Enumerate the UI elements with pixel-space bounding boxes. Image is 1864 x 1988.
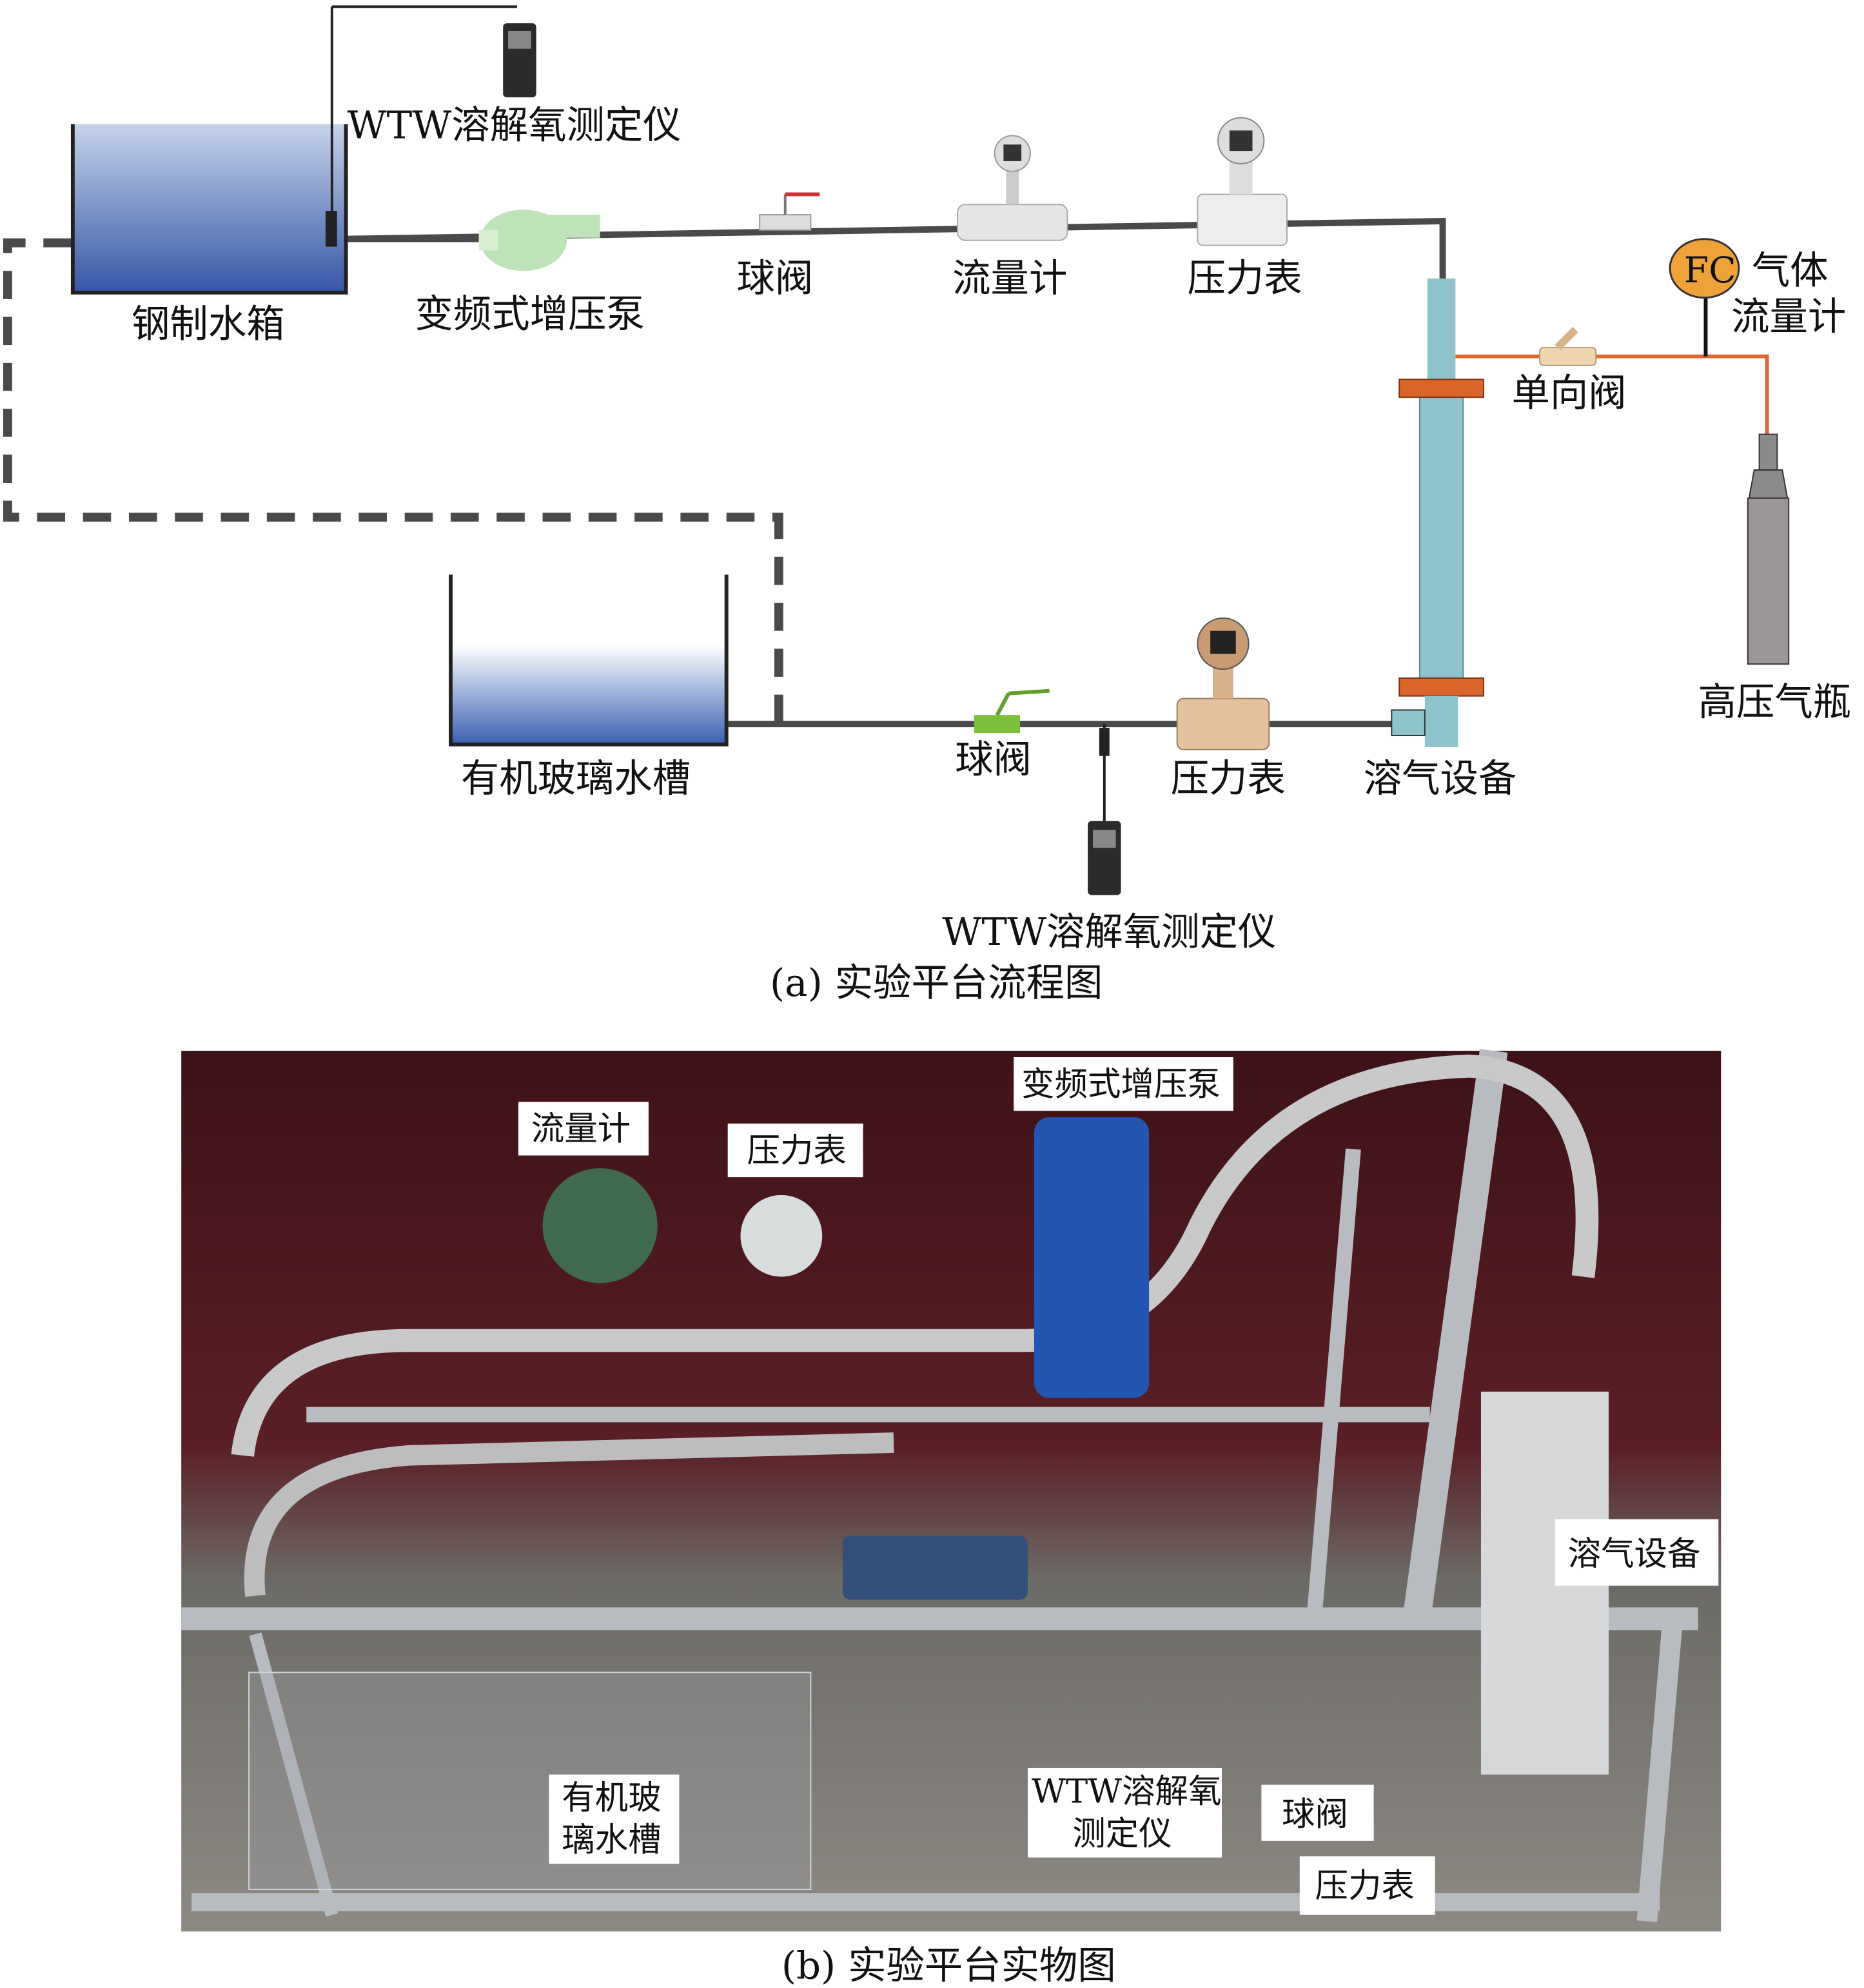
label-acrylic-tank: 有机玻璃水槽 [461, 757, 691, 801]
photo-label-flow-meter: 流量计 [531, 1110, 631, 1149]
label-pressure-gauge-top: 压力表 [1188, 257, 1302, 301]
label-dissolver: 溶气设备 [1364, 757, 1517, 801]
steel-tank [70, 5, 517, 295]
label-gas-cylinder: 高压气瓶 [1698, 680, 1852, 725]
photo-label-pressure-gauge: 压力表 [747, 1131, 846, 1170]
water-pipes [344, 217, 1446, 728]
label-steel-tank: 钢制水箱 [132, 302, 285, 347]
check-valve-icon [1539, 327, 1597, 366]
label-do-meter-top: WTW溶解氧测定仪 [348, 103, 682, 148]
flowchart: WTW溶解氧测定仪 钢制水箱 变频式增压泵 球阀 流量计 [3, 5, 1852, 1006]
pressure-gauge-top-icon [1197, 117, 1288, 246]
photo-label-acrylic-1: 有机玻 [562, 1778, 661, 1817]
photo-label-dissolver: 溶气设备 [1568, 1535, 1701, 1574]
label-gas-flow-meter-2: 流量计 [1731, 295, 1846, 339]
caption-a: (a) 实验平台流程图 [770, 961, 1103, 1006]
pressure-gauge-head [740, 1194, 823, 1277]
label-flow-meter: 流量计 [952, 257, 1067, 301]
do-meter-bottom-icon [1088, 821, 1121, 895]
svg-text:FC: FC [1684, 250, 1736, 291]
acrylic-tank-photo [248, 1671, 812, 1891]
caption-b: (b) 实验平台实物图 [781, 1944, 1116, 1988]
label-ball-valve-bottom: 球阀 [955, 737, 1032, 782]
photo-label-acrylic-2: 璃水槽 [562, 1821, 661, 1860]
pressure-gauge-bottom-icon [1176, 617, 1270, 750]
label-pressure-gauge-bottom: 压力表 [1171, 757, 1286, 801]
label-do-meter-bottom: WTW溶解氧测定仪 [942, 910, 1276, 955]
acrylic-tank [449, 574, 729, 746]
pump-icon [478, 210, 600, 271]
flow-meter-icon [957, 135, 1068, 241]
pump-body [1034, 1117, 1150, 1398]
do-meter-top-icon [503, 23, 536, 97]
label-ball-valve-top: 球阀 [737, 257, 814, 301]
photo: 流量计 压力表 变频式增压泵 溶气设备 有机玻 璃水槽 WTW溶解氧 测定仪 球… [181, 1049, 1722, 1988]
do-meter-device [842, 1535, 1028, 1600]
label-pump: 变频式增压泵 [415, 292, 645, 336]
return-line-dashed [3, 238, 783, 725]
photo-label-ball-valve: 球阀 [1282, 1795, 1348, 1834]
photo-labels: 流量计 压力表 变频式增压泵 溶气设备 有机玻 璃水槽 WTW溶解氧 测定仪 球… [518, 1057, 1719, 1915]
ball-valve-top-icon [759, 192, 820, 231]
hose [231, 1055, 1599, 1457]
ball-valve-bottom-icon [974, 688, 1050, 734]
label-check-valve: 单向阀 [1511, 371, 1626, 416]
label-gas-flow-meter-1: 气体 [1752, 249, 1829, 293]
photo-label-do-meter-2: 测定仪 [1072, 1815, 1172, 1853]
photo-label-pressure-gauge-bottom: 压力表 [1315, 1867, 1415, 1905]
photo-label-do-meter-1: WTW溶解氧 [1032, 1772, 1222, 1811]
gas-flow-meter-icon: FC [1669, 238, 1740, 299]
photo-label-pump: 变频式增压泵 [1021, 1065, 1221, 1104]
dissolver-column [1391, 278, 1484, 747]
gas-cylinder-icon [1747, 433, 1790, 665]
flow-meter-head [542, 1168, 658, 1283]
